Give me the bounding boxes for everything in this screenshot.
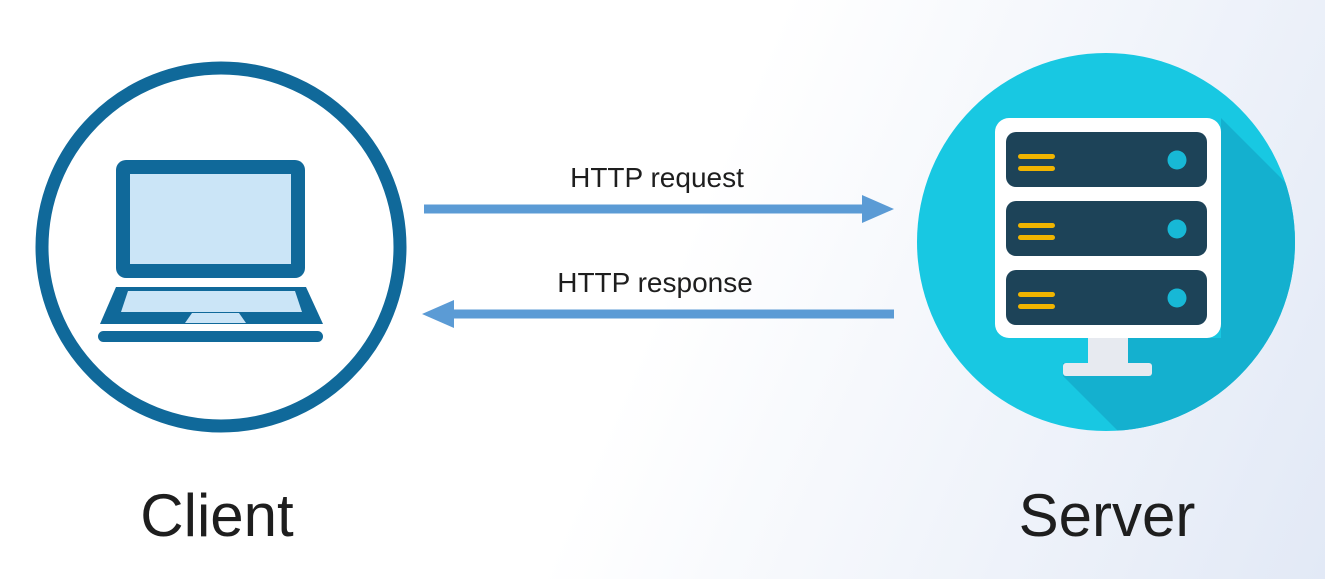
server-power-dot: [1167, 288, 1187, 308]
client-icon: [35, 61, 407, 433]
server-stand-neck: [1088, 338, 1128, 365]
laptop-bottom-bar: [98, 331, 323, 342]
response-arrow-icon: [422, 300, 894, 328]
server-rack-unit-3: [1006, 270, 1207, 325]
server-stand-base: [1063, 363, 1152, 376]
server-led-line: [1018, 223, 1055, 228]
http-request-label: HTTP request: [570, 162, 744, 193]
server-led-line: [1018, 154, 1055, 159]
laptop-touchpad: [185, 313, 246, 323]
client-label: Client: [140, 482, 294, 549]
server-led-line: [1018, 235, 1055, 240]
server-led-line: [1018, 304, 1055, 309]
laptop-icon: [35, 61, 407, 433]
laptop-screen: [130, 174, 291, 264]
server-rack-unit-2: [1006, 201, 1207, 256]
server-rack-icon: [917, 53, 1295, 431]
server-led-line: [1018, 292, 1055, 297]
server-rack-unit-1: [1006, 132, 1207, 187]
http-response-label: HTTP response: [557, 267, 753, 298]
server-icon: [917, 53, 1295, 431]
server-label: Server: [1018, 482, 1196, 549]
request-arrow-icon: [424, 195, 894, 223]
server-led-line: [1018, 166, 1055, 171]
server-power-dot: [1167, 150, 1187, 170]
server-power-dot: [1167, 219, 1187, 239]
laptop-keyboard: [121, 291, 302, 312]
